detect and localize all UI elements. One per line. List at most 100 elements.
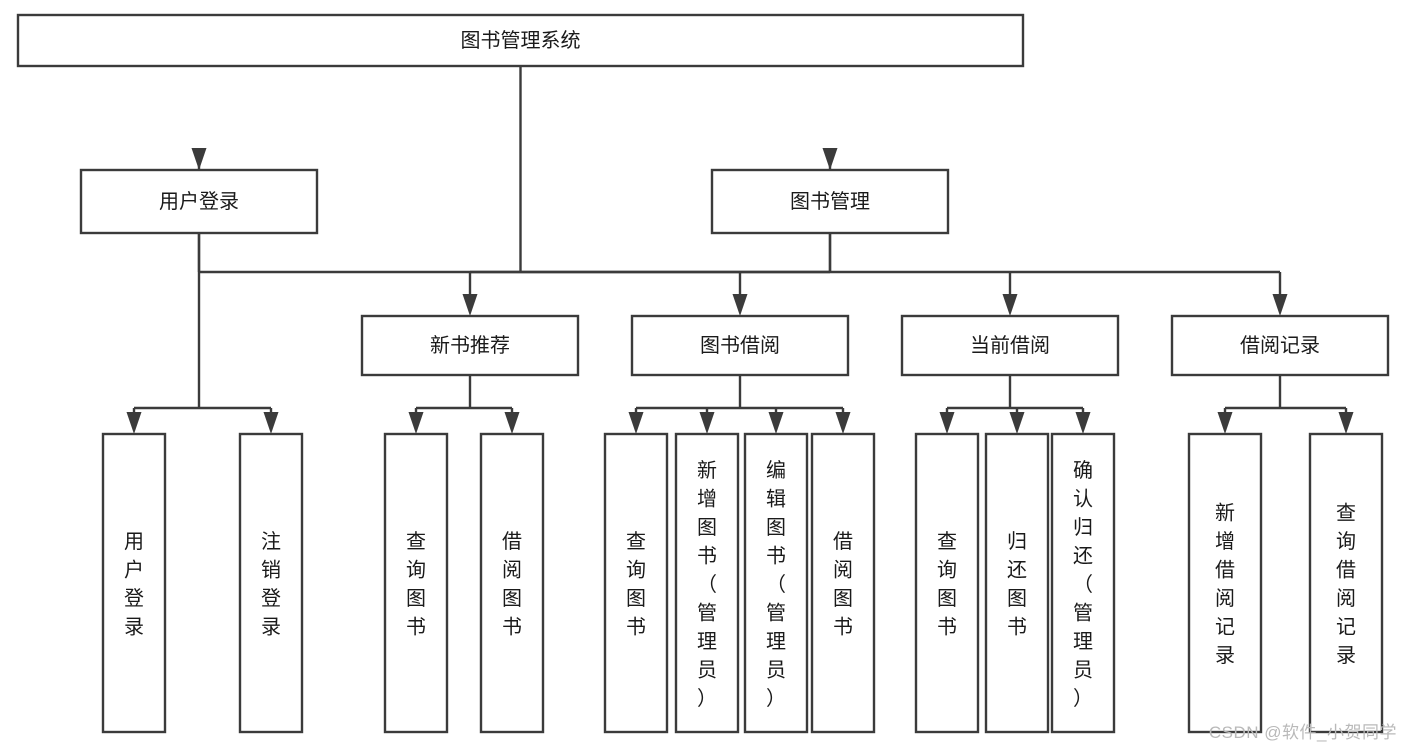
node-label-char: 编 xyxy=(766,459,786,482)
node-label-char: 图 xyxy=(697,517,717,539)
node-label-char: （ xyxy=(697,573,717,596)
node-label-char: 管 xyxy=(1073,601,1093,624)
node-label-char: 图 xyxy=(1007,588,1027,610)
node-level3-current-borrow[interactable]: 当前借阅 xyxy=(900,314,1120,377)
node-leaf-user-login[interactable]: 用户登录 xyxy=(101,432,167,734)
node-label-char: 注 xyxy=(261,530,281,553)
node-label-char: 询 xyxy=(937,559,957,582)
node-label-char: 书 xyxy=(766,544,786,567)
node-label-char: 书 xyxy=(937,616,957,639)
node-label-char: ） xyxy=(697,687,717,710)
connector-bookborrow-to-leaves xyxy=(628,375,851,434)
connector-userlogin-to-leaves xyxy=(126,233,279,434)
node-level3-book-borrow[interactable]: 图书借阅 xyxy=(630,314,850,377)
node-label-char: 销 xyxy=(261,559,281,582)
node-label-char: （ xyxy=(766,573,786,596)
node-label-char: 阅 xyxy=(1336,587,1356,610)
node-label-char: 书 xyxy=(833,616,853,639)
connector-currentborrow-to-leaves xyxy=(939,375,1091,434)
connector-borrowrecord-to-leaves xyxy=(1217,375,1354,434)
node-label-char: 员 xyxy=(766,659,786,681)
node-label-char: 图 xyxy=(766,517,786,539)
node-label-char: 阅 xyxy=(502,559,522,582)
node-label-char: 登 xyxy=(124,587,144,610)
node-label-char: 询 xyxy=(406,559,426,582)
node-label-char: 查 xyxy=(937,530,957,553)
node-label-char: 增 xyxy=(1215,530,1235,553)
node-label-char: 户 xyxy=(124,559,144,582)
node-level2-user-login[interactable]: 用户登录 xyxy=(79,168,319,235)
node-label-char: 借 xyxy=(833,530,853,553)
node-label-char: 图 xyxy=(937,588,957,610)
node-label-char: 图 xyxy=(406,588,426,610)
node-label-char: 记 xyxy=(1336,616,1356,639)
node-label-char: 阅 xyxy=(1215,587,1235,610)
node-root-图书管理系统[interactable]: 图书管理系统 xyxy=(16,13,1025,68)
node-level3-borrow-record[interactable]: 借阅记录 xyxy=(1170,314,1390,377)
node-label-char: 认 xyxy=(1073,487,1093,510)
node-label-char: 图 xyxy=(502,588,522,610)
node-label-char: 还 xyxy=(1073,544,1093,567)
node-label-char: 询 xyxy=(1336,530,1356,553)
node-label: 图书管理系统 xyxy=(461,29,581,52)
node-label-char: 借 xyxy=(502,530,522,553)
node-label-char: 录 xyxy=(261,617,281,639)
connector-bookmanage-to-level3 xyxy=(462,233,1288,316)
node-label-char: 员 xyxy=(697,659,717,681)
node-label-char: ） xyxy=(766,687,786,710)
node-label-char: 管 xyxy=(766,601,786,624)
node-label-char: 记 xyxy=(1215,616,1235,639)
node-label: 用户登录 xyxy=(159,190,239,213)
connector-newbookrec-to-leaves xyxy=(408,375,520,434)
node-label-char: 借 xyxy=(1336,559,1356,582)
node-label: 新书推荐 xyxy=(430,334,510,357)
node-label: 当前借阅 xyxy=(970,334,1050,357)
node-layer: 图书管理系统用户登录图书管理新书推荐图书借阅当前借阅借阅记录用户登录注销登录查询… xyxy=(16,13,1390,734)
connector-layer xyxy=(126,66,1354,434)
node-label-char: 查 xyxy=(626,530,646,553)
csdn-watermark: CSDN @软件_小贺同学 xyxy=(1208,723,1397,742)
node-label-char: 图 xyxy=(833,588,853,610)
node-label-char: 阅 xyxy=(833,559,853,582)
node-label-char: 书 xyxy=(1007,616,1027,639)
node-label-char: （ xyxy=(1073,573,1093,596)
node-label-char: 询 xyxy=(626,559,646,582)
node-label-char: 还 xyxy=(1007,559,1027,582)
node-level2-book-manage[interactable]: 图书管理 xyxy=(710,168,950,235)
node-label-char: 理 xyxy=(1073,631,1093,653)
node-label-char: 辑 xyxy=(766,487,786,510)
node-label: 借阅记录 xyxy=(1240,334,1320,357)
node-label-char: 确 xyxy=(1073,459,1093,482)
node-label-char: ） xyxy=(1073,687,1093,710)
node-label-char: 录 xyxy=(1336,645,1356,667)
node-label-char: 查 xyxy=(406,530,426,553)
node-label-char: 登 xyxy=(261,587,281,610)
node-label-char: 新 xyxy=(1215,502,1235,525)
node-label-char: 图 xyxy=(626,588,646,610)
node-label-char: 管 xyxy=(697,601,717,624)
node-label-char: 归 xyxy=(1007,530,1027,553)
node-level3-new-book-rec[interactable]: 新书推荐 xyxy=(360,314,580,377)
node-label-char: 理 xyxy=(766,631,786,653)
node-label-char: 书 xyxy=(502,616,522,639)
node-label-char: 书 xyxy=(406,616,426,639)
node-label-char: 书 xyxy=(697,544,717,567)
node-label-char: 查 xyxy=(1336,502,1356,525)
node-label-char: 用 xyxy=(124,531,144,553)
node-label-char: 增 xyxy=(697,487,717,510)
node-label-char: 借 xyxy=(1215,559,1235,582)
